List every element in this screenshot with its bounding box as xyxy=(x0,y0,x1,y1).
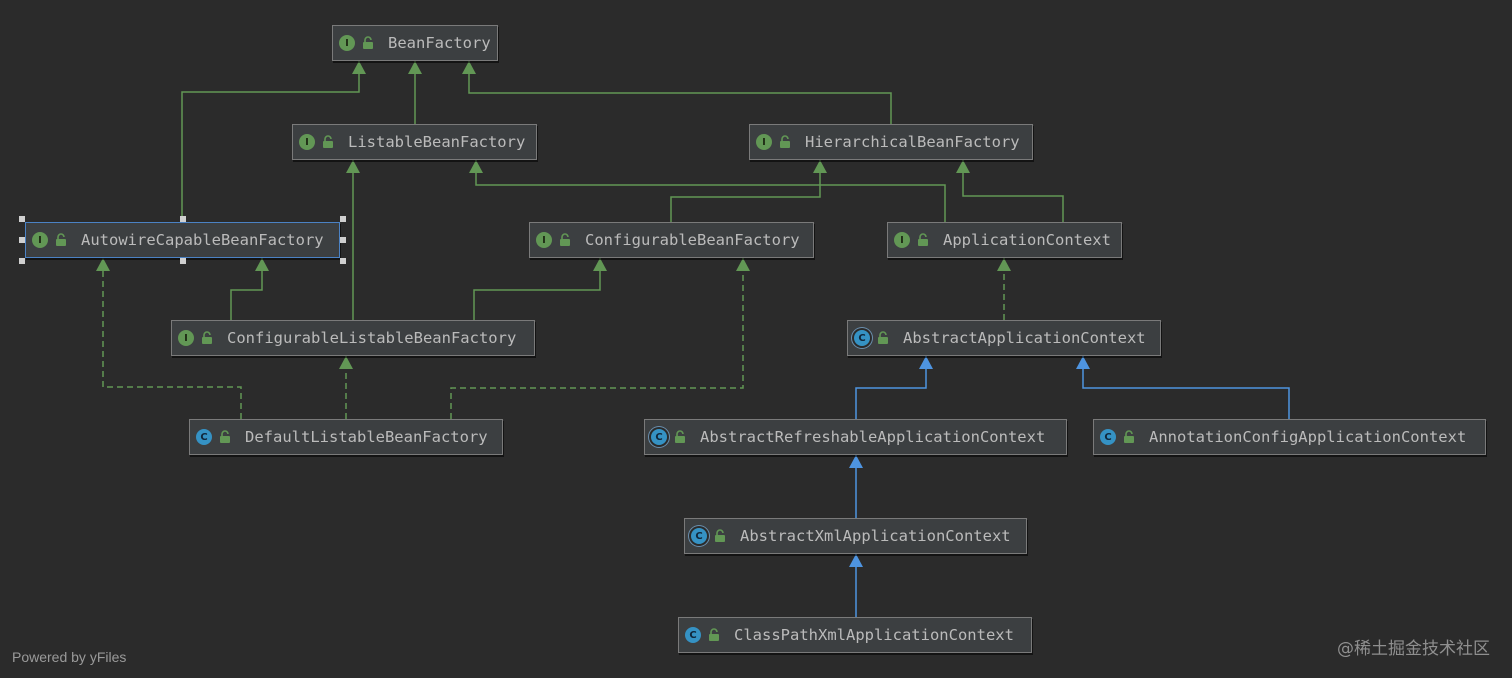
class-icon: C xyxy=(685,627,701,643)
abstract-class-icon: C xyxy=(854,330,870,346)
node-listable-bean-factory[interactable]: I ListableBeanFactory xyxy=(292,124,537,160)
node-label: ConfigurableListableBeanFactory xyxy=(227,329,517,347)
node-abstract-application-context[interactable]: C AbstractApplicationContext xyxy=(847,320,1161,356)
node-label: AbstractXmlApplicationContext xyxy=(740,527,1011,545)
abstract-class-icon: C xyxy=(651,429,667,445)
interface-icon: I xyxy=(299,134,315,150)
node-default-listable-bean-factory[interactable]: C DefaultListableBeanFactory xyxy=(189,419,503,455)
arrowhead-icon xyxy=(849,554,863,567)
watermark: @稀土掘金技术社区 xyxy=(1337,639,1490,659)
unlock-icon xyxy=(55,233,67,247)
arrowhead-icon xyxy=(1076,356,1090,369)
arrowhead-icon xyxy=(997,258,1011,271)
selection-handle[interactable] xyxy=(340,258,346,264)
unlock-icon xyxy=(219,430,231,444)
selection-handle[interactable] xyxy=(340,216,346,222)
arrowhead-icon xyxy=(736,258,750,271)
class-icon: C xyxy=(1100,429,1116,445)
selection-handle[interactable] xyxy=(340,237,346,243)
node-abstract-refreshable-application-context[interactable]: C AbstractRefreshableApplicationContext xyxy=(644,419,1067,455)
arrowhead-icon xyxy=(352,61,366,74)
edge-default-listable-bean-factory-to-configurable-bean-factory xyxy=(450,258,750,419)
powered-by-label: Powered by yFiles xyxy=(12,649,127,665)
unlock-icon xyxy=(877,331,889,345)
node-application-context[interactable]: I ApplicationContext xyxy=(887,222,1122,258)
node-hierarchical-bean-factory[interactable]: I HierarchicalBeanFactory xyxy=(749,124,1033,160)
class-icon: C xyxy=(196,429,212,445)
interface-icon: I xyxy=(894,232,910,248)
unlock-icon xyxy=(362,36,374,50)
edge-application-context-to-hierarchical-bean-factory xyxy=(956,160,1064,222)
arrowhead-icon xyxy=(956,160,970,173)
interface-icon: I xyxy=(178,330,194,346)
edge-listable-bean-factory-to-bean-factory xyxy=(408,61,422,124)
edge-default-listable-bean-factory-to-configurable-listable-bean-factory xyxy=(339,356,353,419)
arrowhead-icon xyxy=(469,160,483,173)
arrowhead-icon xyxy=(813,160,827,173)
selection-handle[interactable] xyxy=(19,216,25,222)
edge-hierarchical-bean-factory-to-bean-factory xyxy=(462,61,892,124)
node-autowire-capable-bean-factory[interactable]: I AutowireCapableBeanFactory xyxy=(25,222,340,258)
node-label: ApplicationContext xyxy=(943,231,1111,249)
interface-icon: I xyxy=(536,232,552,248)
edge-configurable-listable-bean-factory-to-listable-bean-factory xyxy=(346,160,360,320)
unlock-icon xyxy=(674,430,686,444)
node-label: AbstractRefreshableApplicationContext xyxy=(700,428,1046,446)
unlock-icon xyxy=(201,331,213,345)
unlock-icon xyxy=(779,135,791,149)
arrowhead-icon xyxy=(96,258,110,271)
selection-handle[interactable] xyxy=(179,216,186,222)
node-label: ListableBeanFactory xyxy=(348,133,526,151)
arrowhead-icon xyxy=(255,258,269,271)
unlock-icon xyxy=(322,135,334,149)
edge-abstract-xml-application-context-to-abstract-refreshable-application-context xyxy=(849,455,863,518)
node-configurable-listable-bean-factory[interactable]: I ConfigurableListableBeanFactory xyxy=(171,320,535,356)
edge-application-context-to-listable-bean-factory xyxy=(469,160,946,222)
selection-handle[interactable] xyxy=(19,258,25,264)
interface-icon: I xyxy=(339,35,355,51)
selection-handle[interactable] xyxy=(179,258,186,264)
node-annotation-config-application-context[interactable]: C AnnotationConfigApplicationContext xyxy=(1093,419,1486,455)
node-bean-factory[interactable]: I BeanFactory xyxy=(332,25,498,61)
node-label: DefaultListableBeanFactory xyxy=(245,428,488,446)
edge-configurable-bean-factory-to-hierarchical-bean-factory xyxy=(670,160,827,222)
edge-autowire-capable-bean-factory-to-bean-factory xyxy=(181,61,366,222)
unlock-icon xyxy=(708,628,720,642)
edge-abstract-application-context-to-application-context xyxy=(997,258,1011,320)
interface-icon: I xyxy=(32,232,48,248)
arrowhead-icon xyxy=(593,258,607,271)
edge-abstract-refreshable-application-context-to-abstract-application-context xyxy=(855,356,933,419)
node-label: AbstractApplicationContext xyxy=(903,329,1146,347)
node-configurable-bean-factory[interactable]: I ConfigurableBeanFactory xyxy=(529,222,814,258)
selection-handle[interactable] xyxy=(19,237,25,243)
node-label: AutowireCapableBeanFactory xyxy=(81,231,324,249)
arrowhead-icon xyxy=(339,356,353,369)
arrowhead-icon xyxy=(346,160,360,173)
node-label: ClassPathXmlApplicationContext xyxy=(734,626,1014,644)
node-label: BeanFactory xyxy=(388,34,491,52)
node-abstract-xml-application-context[interactable]: C AbstractXmlApplicationContext xyxy=(684,518,1027,554)
arrowhead-icon xyxy=(462,61,476,74)
arrowhead-icon xyxy=(408,61,422,74)
edge-configurable-listable-bean-factory-to-autowire-capable-bean-factory xyxy=(230,258,269,320)
arrowhead-icon xyxy=(919,356,933,369)
node-class-path-xml-application-context[interactable]: C ClassPathXmlApplicationContext xyxy=(678,617,1032,653)
edge-default-listable-bean-factory-to-autowire-capable-bean-factory xyxy=(96,258,242,419)
interface-icon: I xyxy=(756,134,772,150)
edge-class-path-xml-application-context-to-abstract-xml-application-context xyxy=(849,554,863,617)
node-label: AnnotationConfigApplicationContext xyxy=(1149,428,1467,446)
unlock-icon xyxy=(917,233,929,247)
unlock-icon xyxy=(559,233,571,247)
edge-configurable-listable-bean-factory-to-configurable-bean-factory xyxy=(473,258,607,320)
node-label: ConfigurableBeanFactory xyxy=(585,231,800,249)
edge-annotation-config-application-context-to-abstract-application-context xyxy=(1076,356,1290,419)
unlock-icon xyxy=(714,529,726,543)
node-label: HierarchicalBeanFactory xyxy=(805,133,1020,151)
abstract-class-icon: C xyxy=(691,528,707,544)
arrowhead-icon xyxy=(849,455,863,468)
unlock-icon xyxy=(1123,430,1135,444)
